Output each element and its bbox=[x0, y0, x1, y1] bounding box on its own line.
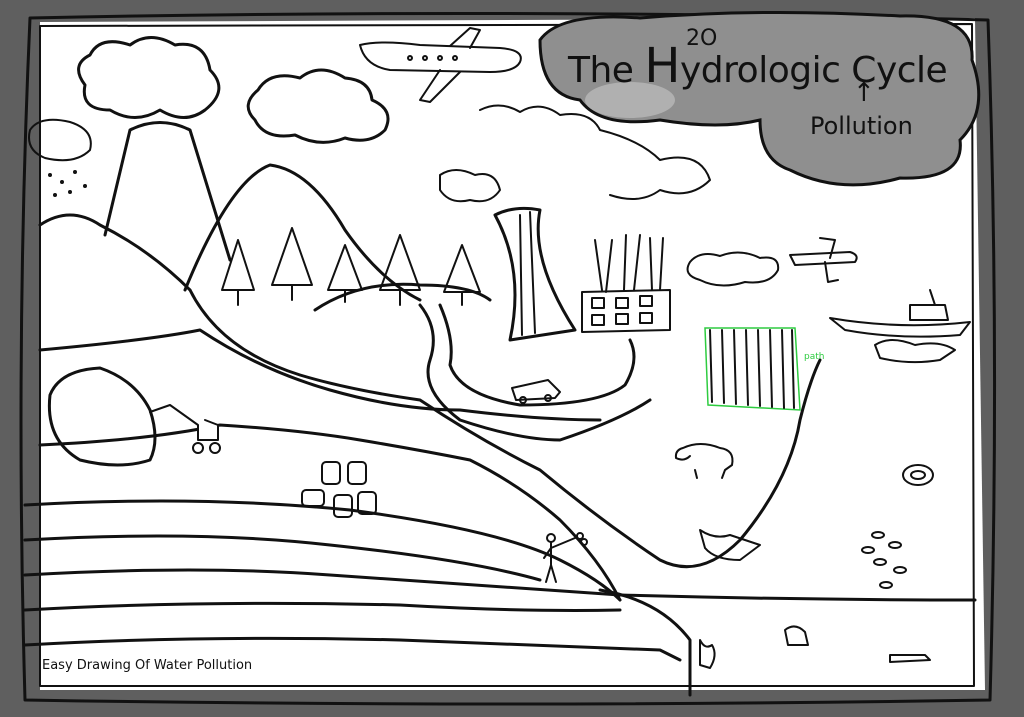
riverbank-upper bbox=[38, 328, 602, 422]
river-lower bbox=[38, 423, 622, 602]
water-droplet-highlight bbox=[585, 82, 675, 118]
title-big-letter: H bbox=[644, 38, 680, 94]
cooling-tower-stripes bbox=[519, 211, 536, 336]
tire-icon bbox=[902, 464, 934, 486]
road-left bbox=[418, 303, 652, 442]
car-icon bbox=[511, 379, 561, 404]
smoke-puff bbox=[439, 169, 501, 203]
title-cloud bbox=[538, 10, 981, 187]
cow-icon bbox=[674, 443, 734, 479]
page-title: The Hydrologic Cycle bbox=[568, 38, 948, 94]
white-cloud bbox=[246, 68, 390, 144]
ash-cloud bbox=[28, 118, 92, 162]
rock-pile bbox=[47, 366, 157, 467]
sludge-patch bbox=[699, 529, 761, 561]
left-hill bbox=[38, 213, 192, 292]
small-cloud bbox=[686, 251, 780, 287]
dead-fish-icons bbox=[861, 531, 907, 589]
farm-field-rows bbox=[709, 329, 795, 409]
farm-field-highlight bbox=[704, 327, 801, 411]
road-right bbox=[438, 303, 636, 407]
factory-building bbox=[581, 234, 671, 333]
oil-spill bbox=[874, 339, 956, 364]
bottle-icon bbox=[889, 654, 931, 663]
ash-particles bbox=[48, 170, 87, 197]
hand-drawn-border bbox=[19, 11, 997, 706]
factory-smoke bbox=[479, 104, 711, 200]
title-rest: ydrologic Cycle bbox=[680, 50, 948, 91]
plastic-bag-icon bbox=[784, 625, 809, 646]
ship-icon bbox=[829, 289, 971, 338]
person-icon bbox=[543, 532, 588, 583]
tire-center bbox=[910, 470, 926, 480]
up-arrow-icon: ↑ bbox=[853, 78, 875, 108]
river-edge bbox=[188, 288, 822, 569]
paper-sheet bbox=[40, 18, 985, 690]
subtitle-pollution: Pollution bbox=[810, 112, 913, 140]
ground-layers bbox=[23, 499, 977, 697]
small-airplane-icon bbox=[789, 237, 858, 283]
debris bbox=[699, 639, 716, 669]
pine-trees bbox=[221, 227, 481, 306]
airplane-icon bbox=[359, 27, 522, 103]
volcano bbox=[103, 121, 232, 262]
cooling-tower bbox=[493, 206, 577, 342]
title-prefix: The bbox=[568, 50, 645, 91]
image-caption: Easy Drawing Of Water Pollution bbox=[42, 658, 253, 673]
central-mountain bbox=[183, 163, 422, 302]
title-superscript: 2O bbox=[686, 26, 718, 51]
volcano-smoke-cloud bbox=[77, 36, 221, 119]
toxic-barrels-icon bbox=[301, 461, 377, 518]
excavator-icon bbox=[149, 404, 221, 454]
path-annotation: path bbox=[804, 352, 825, 362]
